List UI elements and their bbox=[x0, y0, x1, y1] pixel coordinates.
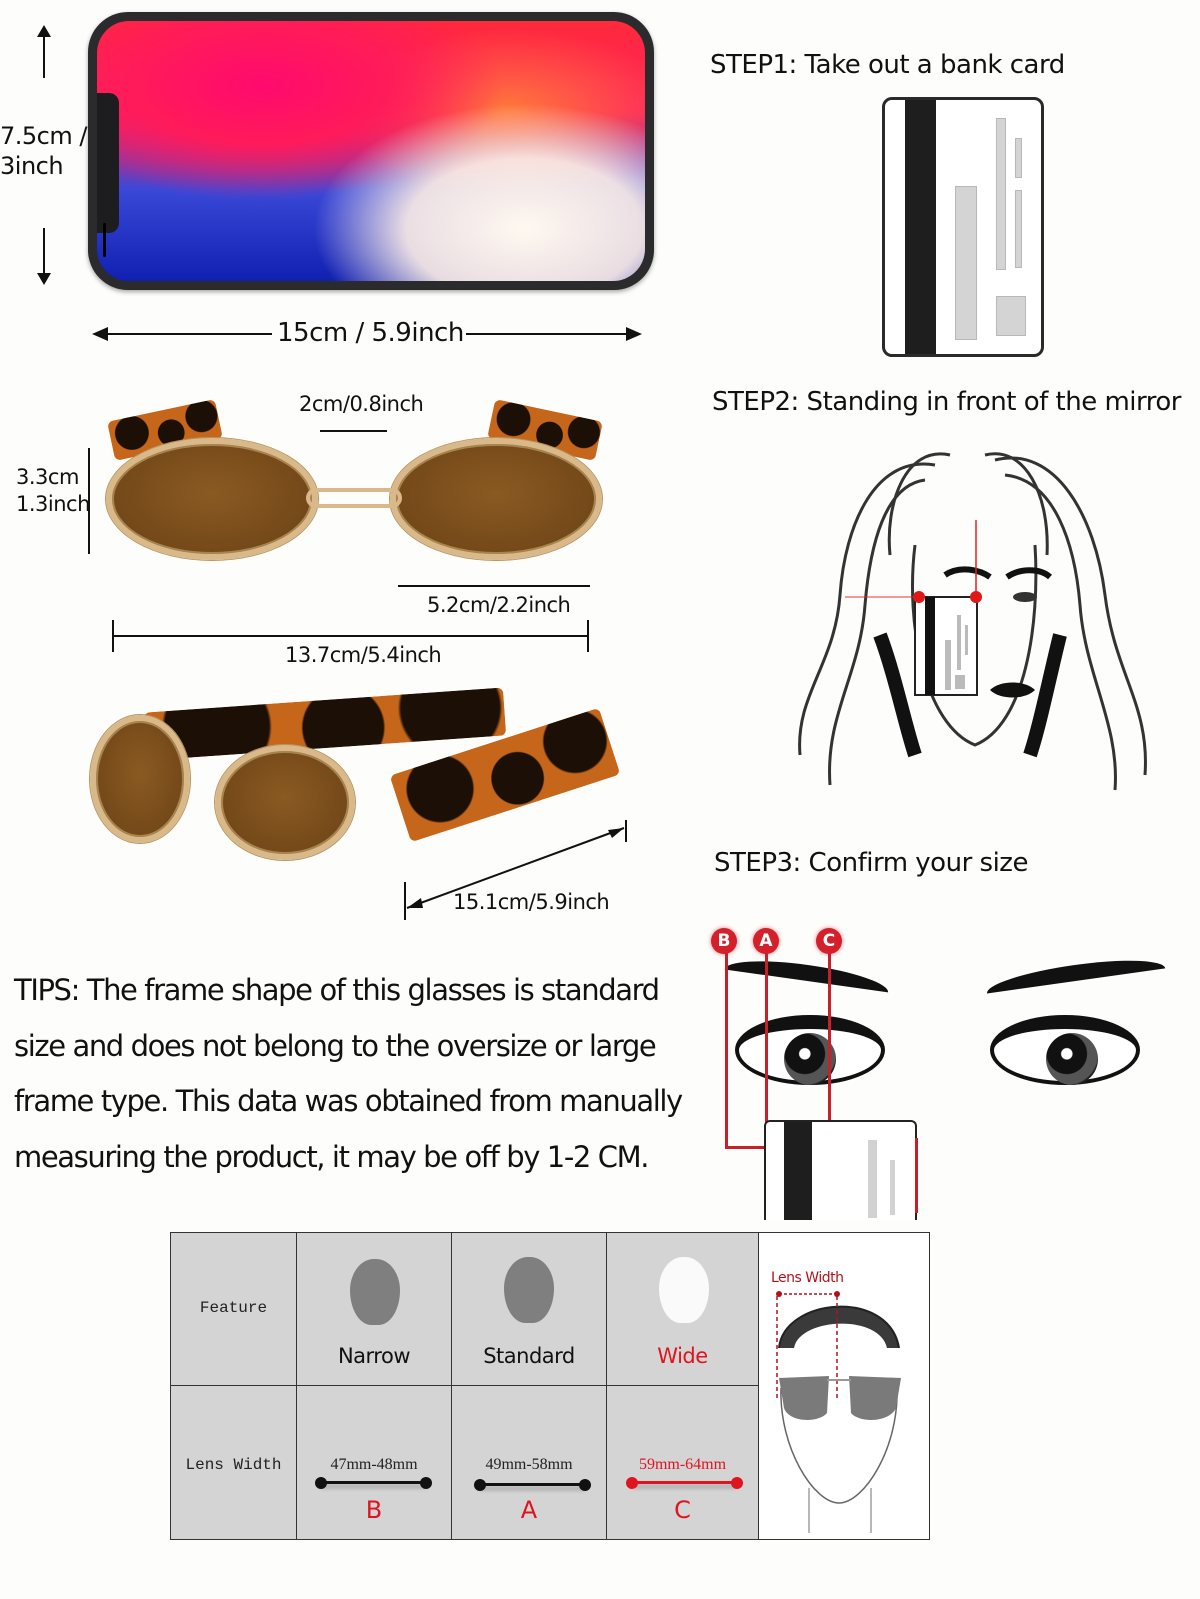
card-signature-block bbox=[955, 186, 977, 340]
wide-letter: C bbox=[674, 1496, 691, 1524]
marker-c-line bbox=[828, 950, 831, 1120]
feature-header-cell: Feature bbox=[171, 1233, 297, 1386]
magnetic-stripe bbox=[784, 1122, 812, 1220]
wide-face-label: Wide bbox=[657, 1344, 708, 1368]
bridge-dimension-line bbox=[320, 430, 387, 432]
marker-b-line bbox=[725, 950, 728, 1148]
bridge bbox=[306, 488, 402, 508]
standard-range-cell: 49mm-58mm A bbox=[452, 1386, 607, 1539]
phone-width-label: 15cm / 5.9inch bbox=[277, 318, 464, 348]
arrow-up-icon bbox=[37, 24, 51, 37]
size-table: Feature Narrow Standard Wide Lens Width … bbox=[170, 1232, 930, 1540]
arrow-down-icon bbox=[37, 272, 51, 285]
wide-range: 59mm-64mm bbox=[638, 1456, 727, 1473]
glasses-front-photo bbox=[100, 399, 610, 560]
dimension-line bbox=[43, 34, 45, 78]
standard-face-cell: Standard bbox=[452, 1233, 607, 1386]
tips-line: measuring the product, it may be off by … bbox=[14, 1139, 649, 1174]
tips-paragraph: TIPS: The frame shape of this glasses is… bbox=[14, 963, 754, 1185]
step3-title: STEP3: Confirm your size bbox=[714, 848, 1028, 878]
marker-b-line bbox=[725, 1146, 765, 1149]
frame-width-dimension-line bbox=[114, 635, 588, 637]
lens-width-header-cell: Lens Width bbox=[171, 1386, 297, 1539]
mirror-face-illustration bbox=[785, 425, 1160, 795]
eyes-measurement-illustration: B A C bbox=[700, 920, 1180, 1220]
magnetic-stripe bbox=[905, 100, 936, 354]
tips-line: TIPS: The frame shape of this glasses is… bbox=[14, 973, 660, 1007]
far-temple bbox=[143, 687, 507, 761]
lens-width-illustration-cell: Lens Width bbox=[759, 1233, 929, 1539]
phone-body bbox=[88, 12, 654, 290]
phone-height-label: 7.5cm / 3inch bbox=[0, 122, 87, 180]
bank-card-illustration bbox=[882, 97, 1044, 357]
card-text-bar bbox=[890, 1160, 895, 1215]
right-eye bbox=[990, 1015, 1140, 1085]
lens-width-dimension-line bbox=[398, 585, 590, 587]
phone-speaker bbox=[103, 223, 106, 257]
arrow-left-icon bbox=[92, 327, 108, 341]
card-chip-block bbox=[996, 296, 1026, 336]
bank-card-cropped bbox=[764, 1120, 917, 1220]
left-lens bbox=[106, 438, 318, 560]
card-edge-marker bbox=[915, 1138, 918, 1213]
wide-face-cell: Wide bbox=[607, 1233, 759, 1386]
wide-face-icon bbox=[659, 1257, 709, 1323]
left-iris bbox=[784, 1033, 836, 1085]
glasses-side-photo bbox=[85, 687, 630, 860]
lens-width-label: Lens Width bbox=[185, 1456, 282, 1474]
standard-face-label: Standard bbox=[483, 1344, 575, 1368]
marker-c-badge: C bbox=[816, 928, 842, 954]
narrow-face-cell: Narrow bbox=[297, 1233, 452, 1386]
wide-range-cell: 59mm-64mm C bbox=[607, 1386, 759, 1539]
dimension-line bbox=[106, 333, 272, 335]
lens-width-illustration-label: Lens Width bbox=[771, 1270, 844, 1286]
marker-a-line bbox=[765, 950, 768, 1130]
dimension-line bbox=[43, 228, 45, 274]
lens-height-dimension-line bbox=[88, 448, 90, 554]
temple-length-label: 15.1cm/5.9inch bbox=[453, 890, 610, 914]
lens-width-label: 5.2cm/2.2inch bbox=[427, 593, 571, 617]
narrow-letter: B bbox=[365, 1496, 383, 1524]
near-lens bbox=[215, 745, 355, 860]
dimension-line bbox=[466, 333, 628, 335]
standard-face-icon bbox=[504, 1257, 554, 1323]
narrow-range: 47mm-48mm bbox=[330, 1456, 418, 1473]
step2-title: STEP2: Standing in front of the mirror bbox=[712, 387, 1181, 417]
phone-screen bbox=[97, 21, 645, 281]
range-line-icon bbox=[315, 1476, 432, 1489]
marker-b-badge: B bbox=[711, 928, 737, 954]
card-text-bar bbox=[1015, 190, 1022, 268]
phone-notch bbox=[97, 93, 119, 257]
temple-length-dimension bbox=[403, 820, 633, 920]
frame-width-label: 13.7cm/5.4inch bbox=[285, 643, 442, 667]
standard-letter: A bbox=[520, 1496, 538, 1524]
dimension-tick bbox=[112, 620, 114, 652]
right-eyebrow bbox=[984, 952, 1166, 994]
card-text-bar bbox=[996, 118, 1006, 270]
right-lens bbox=[390, 438, 602, 560]
tips-line: frame type. This data was obtained from … bbox=[14, 1084, 683, 1118]
bridge-width-label: 2cm/0.8inch bbox=[299, 392, 424, 416]
feature-label: Feature bbox=[199, 1299, 268, 1317]
range-line-icon bbox=[626, 1476, 743, 1489]
arrow-right-icon bbox=[626, 327, 642, 341]
narrow-range-cell: 47mm-48mm B bbox=[297, 1386, 452, 1539]
tips-line: size and does not belong to the oversize… bbox=[14, 1028, 657, 1063]
card-text-bar bbox=[868, 1140, 877, 1218]
narrow-face-icon bbox=[350, 1259, 400, 1325]
left-eye bbox=[735, 1015, 885, 1085]
narrow-face-label: Narrow bbox=[337, 1344, 411, 1368]
range-line-icon bbox=[474, 1478, 591, 1491]
far-lens bbox=[90, 715, 190, 843]
marker-a-badge: A bbox=[753, 928, 779, 954]
dimension-tick bbox=[587, 620, 589, 652]
standard-range: 49mm-58mm bbox=[485, 1456, 573, 1473]
right-iris bbox=[1046, 1033, 1098, 1085]
card-text-bar bbox=[1015, 138, 1022, 178]
step1-title: STEP1: Take out a bank card bbox=[710, 50, 1065, 80]
lens-height-label: 3.3cm 1.3inch bbox=[16, 465, 90, 516]
